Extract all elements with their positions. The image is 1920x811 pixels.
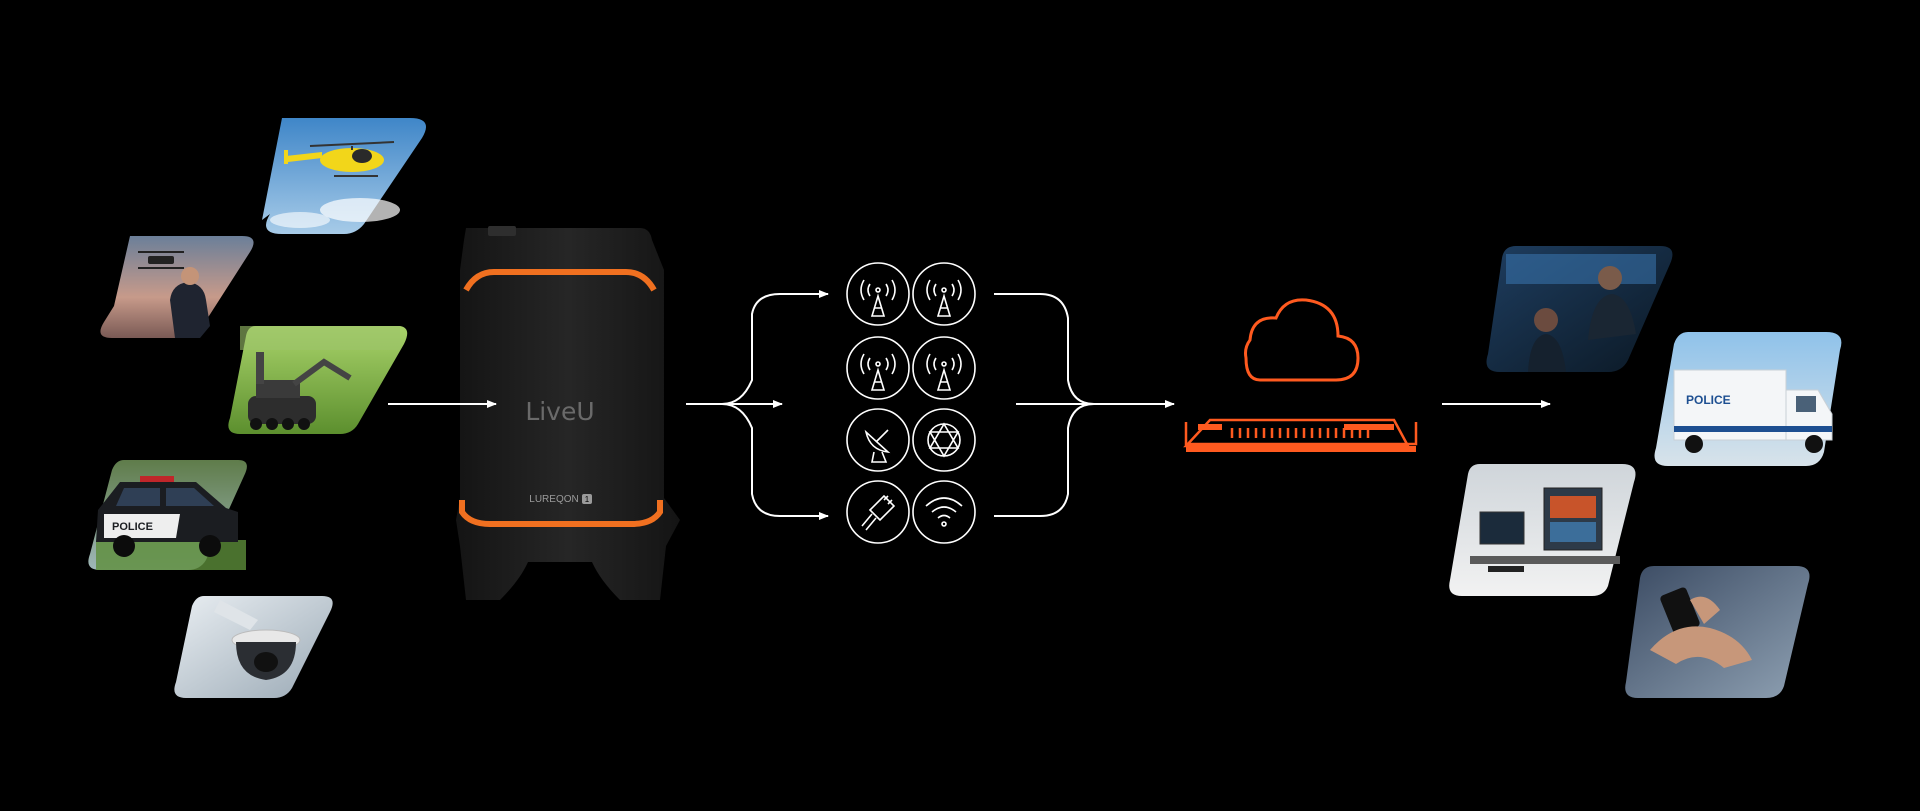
device-model-badge: 1 bbox=[585, 495, 590, 504]
police-car-shape: POLICE bbox=[96, 476, 238, 557]
source-helicopter-photo bbox=[262, 118, 426, 234]
helicopter-shape bbox=[284, 141, 395, 177]
cell-tower-icon bbox=[846, 262, 910, 326]
connectivity-grid bbox=[846, 262, 976, 544]
robot-shape bbox=[248, 352, 352, 430]
server-icon bbox=[1183, 418, 1418, 452]
source-robot-photo bbox=[228, 326, 408, 434]
network-mesh-icon bbox=[912, 408, 976, 472]
truck-police-label: POLICE bbox=[1686, 393, 1731, 407]
merge-top bbox=[994, 293, 1095, 405]
dome-camera-shape bbox=[214, 600, 301, 680]
ethernet-plug-icon bbox=[846, 480, 910, 544]
cloud-icon bbox=[1244, 298, 1360, 382]
source-camera-photo bbox=[174, 596, 333, 698]
truck-shape: POLICE bbox=[1673, 369, 1833, 453]
server-vents bbox=[1230, 428, 1370, 438]
satellite-dish-icon bbox=[846, 408, 910, 472]
connector-lines bbox=[388, 290, 1551, 520]
device-model-badge-bg bbox=[582, 494, 592, 504]
device-knob bbox=[488, 226, 516, 236]
source-police-car-photo: POLICE bbox=[88, 460, 247, 570]
wifi-icon bbox=[912, 480, 976, 544]
device-brand-logo: LiveU bbox=[525, 397, 594, 426]
merge-bottom bbox=[994, 403, 1095, 517]
hands-with-phone bbox=[1650, 587, 1752, 668]
cell-tower-icon bbox=[912, 262, 976, 326]
control-room-desk bbox=[1470, 487, 1620, 572]
device-model-label: LUREQON bbox=[529, 494, 578, 505]
cell-tower-icon bbox=[846, 336, 910, 400]
liveu-device: LiveU LUREQON 1 bbox=[456, 226, 680, 600]
arrow-split-bottom bbox=[721, 403, 829, 520]
cell-tower-icon bbox=[912, 336, 976, 400]
destination-control-room-photo bbox=[1449, 464, 1636, 596]
destination-police-truck-photo: POLICE bbox=[1654, 332, 1842, 466]
source-drone-photo bbox=[100, 236, 254, 338]
destination-smartphone-photo bbox=[1625, 566, 1810, 698]
police-car-label: POLICE bbox=[112, 521, 153, 533]
device-bottom-bumper bbox=[459, 500, 663, 527]
device-top-bumper bbox=[463, 269, 657, 292]
arrow-split-top bbox=[686, 290, 829, 405]
drone-shape bbox=[138, 251, 184, 269]
destination-command-center-photo bbox=[1486, 246, 1673, 372]
